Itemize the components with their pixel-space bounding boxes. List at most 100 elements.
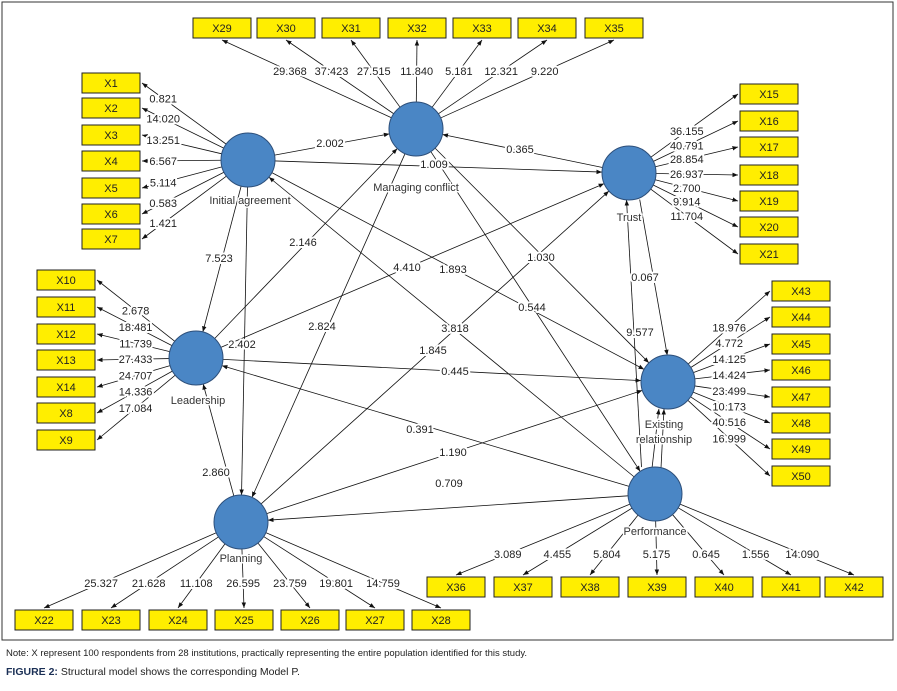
- loading-value-x9: 17.084: [119, 403, 153, 415]
- indicator-label: X35: [604, 23, 624, 35]
- path-arrow-pl-er: [266, 390, 643, 514]
- path-arrow-mc-pl: [251, 153, 406, 498]
- loading-arrow-x29: [221, 39, 392, 119]
- path-coefficient: 0.365: [506, 144, 534, 156]
- indicator-label: X1: [104, 78, 117, 90]
- path-arrow-pl-tr: [260, 190, 610, 505]
- indicator-box-x12: [36, 323, 96, 345]
- path-arrow-ia-mc: [274, 132, 390, 156]
- path-arrow-ia-tr: [274, 160, 603, 175]
- indicator-label: X15: [759, 89, 779, 101]
- indicator-label: X13: [56, 355, 76, 367]
- loading-arrow-x26: [257, 542, 311, 609]
- indicator-label: X3: [104, 130, 117, 142]
- figure-caption-text: Structural model shows the corresponding…: [57, 666, 300, 678]
- indicator-label: X34: [537, 23, 557, 35]
- loading-value-x24: 11.108: [180, 578, 213, 590]
- loading-value-x28: 14.759: [366, 578, 400, 590]
- loading-value-x34: 12.321: [484, 66, 518, 78]
- indicator-box-x23: [81, 609, 141, 631]
- loading-arrow-x48: [692, 391, 771, 424]
- indicator-box-x41: [761, 576, 821, 598]
- indicator-label: X47: [791, 392, 811, 404]
- indicator-box-x48: [771, 412, 831, 434]
- indicator-box-x29: [192, 17, 252, 39]
- indicator-box-x2: [81, 97, 141, 119]
- loading-arrow-x9: [96, 374, 176, 441]
- construct-label: Initial agreement: [209, 195, 290, 207]
- indicator-label: X29: [212, 23, 232, 35]
- indicator-box-x16: [739, 110, 799, 132]
- loading-value-x40: 0.645: [692, 549, 720, 561]
- path-coefficient: 2.146: [289, 237, 317, 249]
- indicator-label: X31: [341, 23, 361, 35]
- indicator-label: X18: [759, 170, 779, 182]
- loading-arrow-x49: [690, 396, 771, 450]
- indicator-label: X50: [791, 471, 811, 483]
- indicator-label: X28: [431, 615, 451, 627]
- path-coefficient: 3.818: [441, 323, 469, 335]
- indicator-box-x26: [280, 609, 340, 631]
- path-coefficient: 4.410: [393, 262, 421, 274]
- indicator-box-x50: [771, 465, 831, 487]
- loading-value-x31: 27.515: [357, 66, 391, 78]
- loading-arrow-x30: [285, 39, 394, 115]
- indicator-label: X22: [34, 615, 54, 627]
- construct-label: relationship: [636, 434, 692, 446]
- path-coefficient: 0.544: [518, 302, 546, 314]
- indicator-label: X2: [104, 103, 117, 115]
- loading-value-x25: 26.595: [226, 578, 260, 590]
- indicator-label: X32: [407, 23, 427, 35]
- indicator-label: X30: [276, 23, 296, 35]
- path-coefficient: 1.190: [439, 447, 467, 459]
- loading-value-x8: 14.336: [119, 387, 153, 399]
- indicator-box-x17: [739, 136, 799, 158]
- loading-arrow-x37: [522, 507, 633, 576]
- path-arrow-ia-er: [271, 172, 645, 370]
- indicator-box-x3: [81, 124, 141, 146]
- loading-arrow-x15: [650, 93, 739, 158]
- loading-value-x13: 27.433: [119, 354, 153, 366]
- loading-value-x42: 14.090: [785, 549, 819, 561]
- loading-arrow-x24: [177, 543, 226, 609]
- construct-label: Leadership: [171, 395, 225, 407]
- indicator-label: X43: [791, 286, 811, 298]
- path-arrow-pe-er: [651, 408, 661, 468]
- indicator-label: X40: [714, 582, 734, 594]
- construct-label: Performance: [624, 526, 687, 538]
- path-coefficient: 2.402: [228, 339, 256, 351]
- loading-arrow-x25: [241, 548, 247, 609]
- indicator-box-x1: [81, 72, 141, 94]
- path-arrow-pe-tr: [624, 199, 642, 468]
- loading-arrow-x32: [414, 39, 420, 103]
- figure-label: FIGURE 2:: [6, 666, 58, 678]
- indicator-box-x10: [36, 269, 96, 291]
- loading-arrow-x44: [690, 316, 771, 368]
- indicator-box-x28: [411, 609, 471, 631]
- loading-value-x10: 2.678: [122, 305, 150, 317]
- path-arrow-tr-er: [639, 199, 669, 356]
- loading-value-x4: 6.567: [149, 156, 177, 168]
- indicator-label: X37: [513, 582, 533, 594]
- indicator-box-x22: [14, 609, 74, 631]
- loading-value-x19: 2.700: [673, 183, 701, 195]
- loading-arrow-x3: [141, 134, 222, 155]
- indicator-box-x24: [148, 609, 208, 631]
- loading-arrow-x4: [141, 158, 222, 164]
- loading-arrow-x20: [653, 184, 739, 228]
- indicator-box-x20: [739, 216, 799, 238]
- loading-arrow-x19: [655, 179, 739, 202]
- path-arrow-pe-pl: [267, 495, 629, 523]
- construct-node-pl: [213, 494, 269, 550]
- indicator-label: X20: [759, 222, 779, 234]
- indicator-label: X45: [791, 339, 811, 351]
- indicator-label: X23: [101, 615, 121, 627]
- loading-arrow-x28: [265, 532, 442, 609]
- path-coefficient: 2.860: [202, 467, 230, 479]
- loading-value-x32: 11.840: [400, 66, 433, 78]
- indicator-box-x39: [627, 576, 687, 598]
- construct-node-er: [640, 354, 696, 410]
- indicator-box-x45: [771, 333, 831, 355]
- loading-arrow-x47: [694, 385, 771, 399]
- loading-value-x5: 5.114: [150, 177, 177, 189]
